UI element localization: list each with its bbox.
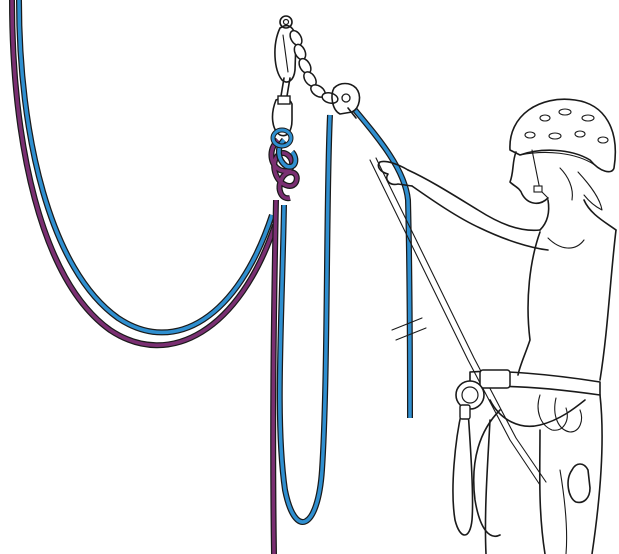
climber-figure <box>378 99 616 554</box>
rope-blue-left <box>19 0 272 332</box>
rope-tail-down <box>273 200 276 554</box>
double-rope-left <box>12 0 275 345</box>
figure-eight-knot-icon <box>271 130 296 198</box>
helmet-icon <box>510 99 615 171</box>
guide-rope <box>370 158 546 485</box>
rope-brake-strand <box>355 110 410 418</box>
quickdraw-sling <box>273 78 292 136</box>
